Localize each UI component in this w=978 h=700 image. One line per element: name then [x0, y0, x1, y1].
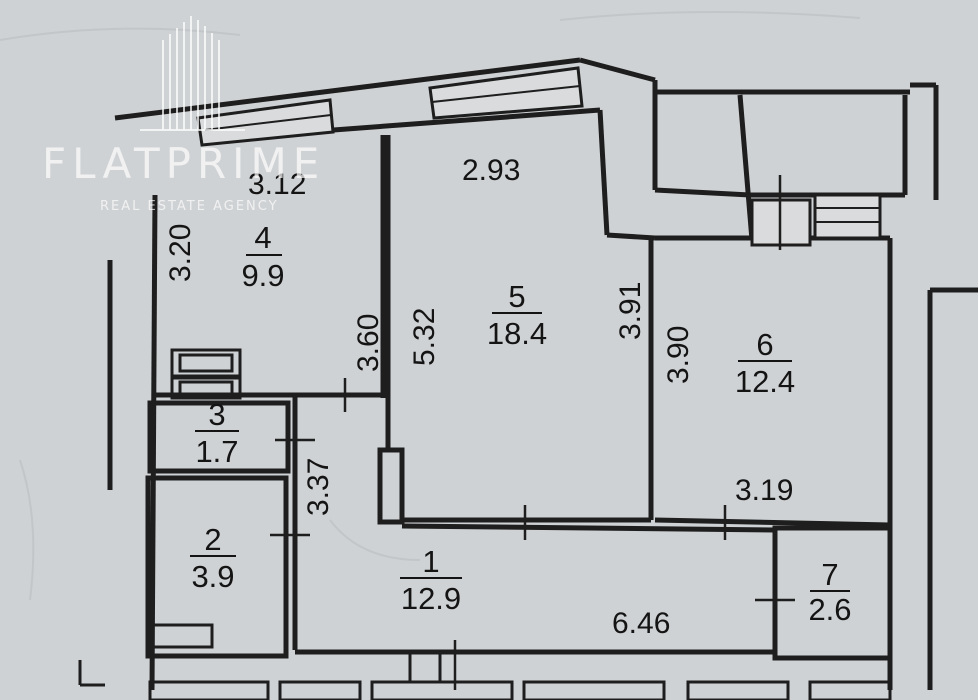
dim-corridor-height: 3.37 — [302, 458, 335, 516]
room-3-number: 3 — [208, 397, 225, 432]
room-7-number: 7 — [821, 557, 838, 592]
room-6-label: 6 12.4 — [735, 327, 795, 399]
dim-room5-width: 2.93 — [462, 154, 520, 187]
dimension-ticks — [270, 175, 795, 690]
room-6-area: 12.4 — [735, 364, 795, 399]
dim-room6-bottom: 3.19 — [735, 474, 793, 507]
bottom-stubs — [78, 652, 892, 700]
windows — [196, 66, 882, 247]
room-2-label: 2 3.9 — [190, 522, 236, 594]
building-logo-icon — [140, 16, 245, 131]
dim-room5-right: 3.91 — [614, 282, 647, 340]
dim-hall-length: 6.46 — [612, 607, 670, 640]
watermark-brand: FLATPRIME — [42, 139, 325, 188]
room-7-label: 7 2.6 — [808, 557, 851, 627]
room-3-area: 1.7 — [195, 434, 238, 469]
vent-shafts — [148, 348, 242, 649]
room-labels: 4 9.9 5 18.4 6 12.4 3 1.7 2 3.9 1 12.9 — [190, 220, 852, 627]
dim-room4-depth: 3.20 — [164, 224, 197, 282]
dim-room4-partition: 3.60 — [352, 314, 385, 372]
room-2-number: 2 — [204, 522, 221, 557]
dimension-labels: 3.12 2.93 3.20 3.60 5.32 3.91 3.90 3.19 … — [164, 154, 793, 640]
watermark-tagline: REAL ESTATE AGENCY — [100, 199, 279, 214]
room-4-area: 9.9 — [241, 258, 284, 293]
room-2-area: 3.9 — [191, 559, 234, 594]
room-3-label: 3 1.7 — [195, 397, 239, 469]
dim-room6-left: 3.90 — [662, 326, 695, 384]
room-4-label: 4 9.9 — [241, 220, 284, 293]
room-5-label: 5 18.4 — [487, 279, 547, 351]
dim-room4-width: 3.12 — [248, 168, 306, 201]
room-1-area: 12.9 — [401, 581, 461, 616]
background-texture — [0, 10, 861, 601]
dim-room5-left: 5.32 — [408, 308, 441, 366]
room-1-number: 1 — [422, 544, 439, 579]
room-5-number: 5 — [508, 279, 525, 314]
room-7-area: 2.6 — [808, 592, 851, 627]
room-1-label: 1 12.9 — [400, 544, 462, 616]
watermark-logo: FLATPRIME REAL ESTATE AGENCY — [42, 16, 325, 214]
room-5-area: 18.4 — [487, 316, 547, 351]
room-6-number: 6 — [756, 327, 773, 362]
room-4-number: 4 — [254, 220, 271, 255]
